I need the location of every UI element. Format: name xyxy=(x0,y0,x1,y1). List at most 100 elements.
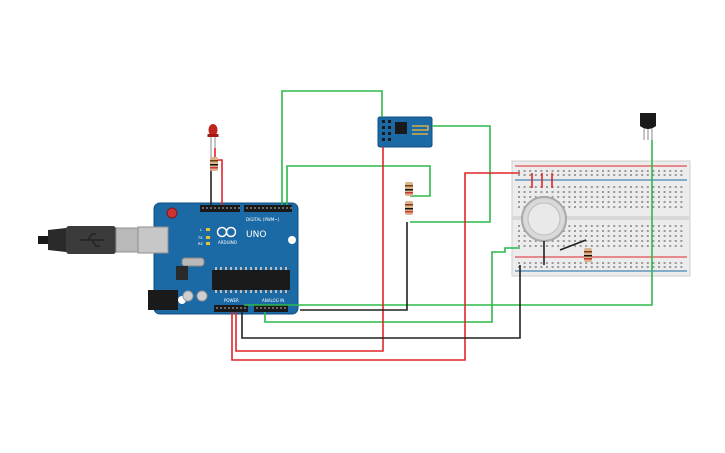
breadboard-hole xyxy=(680,170,683,172)
temperature-sensor[interactable] xyxy=(640,113,656,140)
chip-pins xyxy=(215,267,287,293)
breadboard-hole xyxy=(585,245,588,247)
esp8266-wifi-module[interactable] xyxy=(377,116,433,148)
breadboard-hole xyxy=(680,191,683,193)
breadboard-hole xyxy=(669,230,672,232)
breadboard-hole xyxy=(551,262,554,264)
breadboard-hole xyxy=(518,262,520,264)
chip-pin xyxy=(265,267,267,270)
header-pin xyxy=(262,207,264,209)
resistor[interactable] xyxy=(405,182,413,196)
breadboard-hole xyxy=(557,262,560,264)
breadboard-hole xyxy=(618,225,621,227)
chip-pin xyxy=(260,267,262,270)
header-pin xyxy=(220,307,222,309)
breadboard-hole xyxy=(579,174,582,176)
breadboard-hole xyxy=(596,196,599,198)
wire-green xyxy=(264,247,520,323)
breadboard-hole xyxy=(518,230,520,232)
breadboard-hole xyxy=(658,186,660,188)
header-pin xyxy=(272,307,274,309)
breadboard-hole xyxy=(546,170,548,172)
breadboard-hole xyxy=(596,174,599,176)
chip-pin xyxy=(255,290,257,293)
breadboard-hole xyxy=(602,170,604,172)
breadboard-hole xyxy=(607,201,610,203)
breadboard-hole xyxy=(613,191,616,193)
breadboard-hole xyxy=(613,235,616,237)
breadboard-hole xyxy=(534,240,537,242)
breadboard-hole xyxy=(568,196,571,198)
breadboard-hole xyxy=(641,186,644,188)
breadboard-hole xyxy=(590,230,593,232)
breadboard-hole xyxy=(630,235,632,237)
breadboard-hole xyxy=(618,196,621,198)
header-pin xyxy=(282,207,284,209)
breadboard-hole xyxy=(590,201,593,203)
resistor[interactable] xyxy=(405,201,413,215)
breadboard-hole xyxy=(602,230,604,232)
led[interactable] xyxy=(207,124,219,162)
breadboard-hole xyxy=(658,191,660,193)
temp-sensor-body xyxy=(640,113,656,129)
header-pin xyxy=(250,207,252,209)
reset-button[interactable] xyxy=(166,207,178,219)
breadboard-hole xyxy=(658,170,660,172)
breadboard-hole xyxy=(518,196,520,198)
resistor[interactable] xyxy=(210,157,218,171)
breadboard-hole xyxy=(562,174,565,176)
breadboard-hole xyxy=(630,245,632,247)
breadboard-hole xyxy=(618,245,621,247)
chip-pin xyxy=(255,267,257,270)
black-wires xyxy=(210,162,587,339)
breadboard-hole xyxy=(680,225,683,227)
breadboard-hole xyxy=(574,225,576,227)
breadboard-hole xyxy=(518,174,520,176)
breadboard-hole xyxy=(596,191,599,193)
breadboard-hole xyxy=(607,191,610,193)
header-pin xyxy=(254,207,256,209)
breadboard-hole xyxy=(663,191,666,193)
breadboard-hole xyxy=(579,262,582,264)
breadboard-hole xyxy=(579,266,582,268)
breadboard-hole xyxy=(680,230,683,232)
gas-sensor[interactable] xyxy=(521,196,567,242)
breadboard-hole xyxy=(607,206,610,208)
breadboard-hole xyxy=(590,240,593,242)
breadboard-hole xyxy=(574,240,576,242)
header-pin xyxy=(268,307,270,309)
breadboard-hole xyxy=(585,170,588,172)
led-rim xyxy=(207,134,219,137)
breadboard-hole xyxy=(518,266,520,268)
breadboard-hole xyxy=(635,240,638,242)
breadboard-hole xyxy=(607,266,610,268)
breadboard-hole xyxy=(568,170,571,172)
breadboard-hole xyxy=(568,262,571,264)
breadboard-hole xyxy=(635,245,638,247)
breadboard-hole xyxy=(635,266,638,268)
breadboard-hole xyxy=(658,225,660,227)
breadboard-hole xyxy=(618,235,621,237)
breadboard-hole xyxy=(663,240,666,242)
arduino-uno-board[interactable]: DIGITAL (PWM~) ARDUINO UNO L TX RX POWER… xyxy=(137,202,299,315)
header-pin xyxy=(216,307,218,309)
breadboard-hole xyxy=(568,206,571,208)
breadboard-hole xyxy=(618,186,621,188)
chip-pin xyxy=(280,290,282,293)
breadboard-hole xyxy=(602,191,604,193)
breadboard-hole xyxy=(540,262,543,264)
chip-pin xyxy=(250,290,252,293)
resistor[interactable] xyxy=(584,248,592,262)
breadboard-hole xyxy=(663,170,666,172)
breadboard-hole xyxy=(546,245,548,247)
rx-led xyxy=(206,242,210,245)
breadboard-hole xyxy=(646,240,649,242)
breadboard-hole xyxy=(680,245,683,247)
breadboard-hole xyxy=(607,230,610,232)
breadboard-hole xyxy=(590,206,593,208)
breadboard-hole xyxy=(635,174,638,176)
breadboard-hole xyxy=(674,262,677,264)
header-pin xyxy=(232,307,234,309)
breadboard-hole xyxy=(534,191,537,193)
chip-pin xyxy=(285,290,287,293)
